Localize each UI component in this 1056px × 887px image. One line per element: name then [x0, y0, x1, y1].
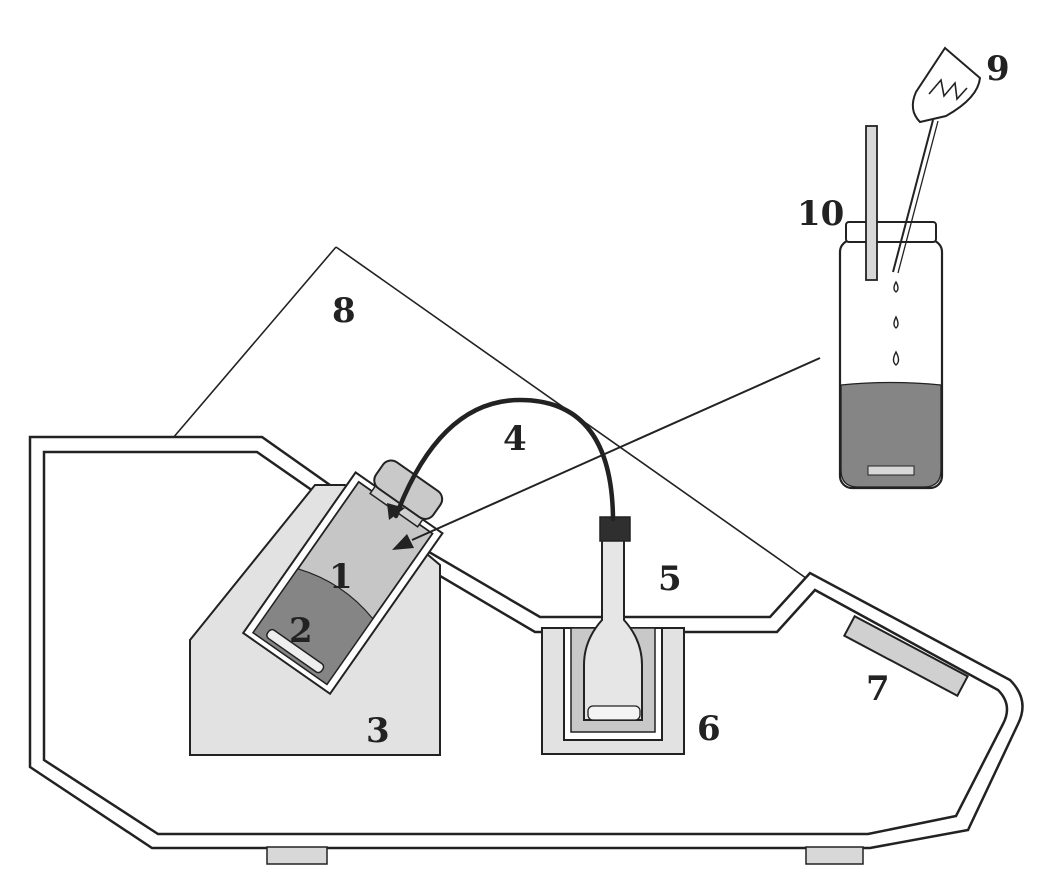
- reference-vial: [583, 516, 643, 721]
- label-2: 2: [289, 611, 313, 651]
- drop-2: [893, 315, 899, 329]
- label-4: 4: [503, 419, 527, 459]
- inset-pointer-arrowhead: [392, 534, 414, 550]
- housing-foot-right: [805, 846, 864, 865]
- label-9: 9: [986, 49, 1010, 89]
- window-slot: [842, 614, 970, 698]
- label-1: 1: [329, 557, 353, 597]
- drop-1: [893, 280, 899, 293]
- connecting-tube: [393, 397, 616, 522]
- inset-pointer-line: [411, 357, 821, 541]
- syringe: [892, 46, 982, 274]
- label-7: 7: [866, 669, 890, 709]
- drop-3: [892, 350, 900, 366]
- inset-vial: [838, 125, 944, 490]
- label-8: 8: [332, 291, 356, 331]
- reference-vial-cap: [599, 516, 631, 542]
- label-3: 3: [366, 711, 390, 751]
- label-5: 5: [658, 559, 682, 599]
- housing-foot-left: [266, 846, 328, 865]
- syringe-needle: [892, 119, 934, 273]
- tube-arrowhead: [387, 503, 405, 520]
- label-6: 6: [697, 709, 721, 749]
- inset-vial-rod: [865, 125, 878, 281]
- label-10: 10: [797, 194, 844, 234]
